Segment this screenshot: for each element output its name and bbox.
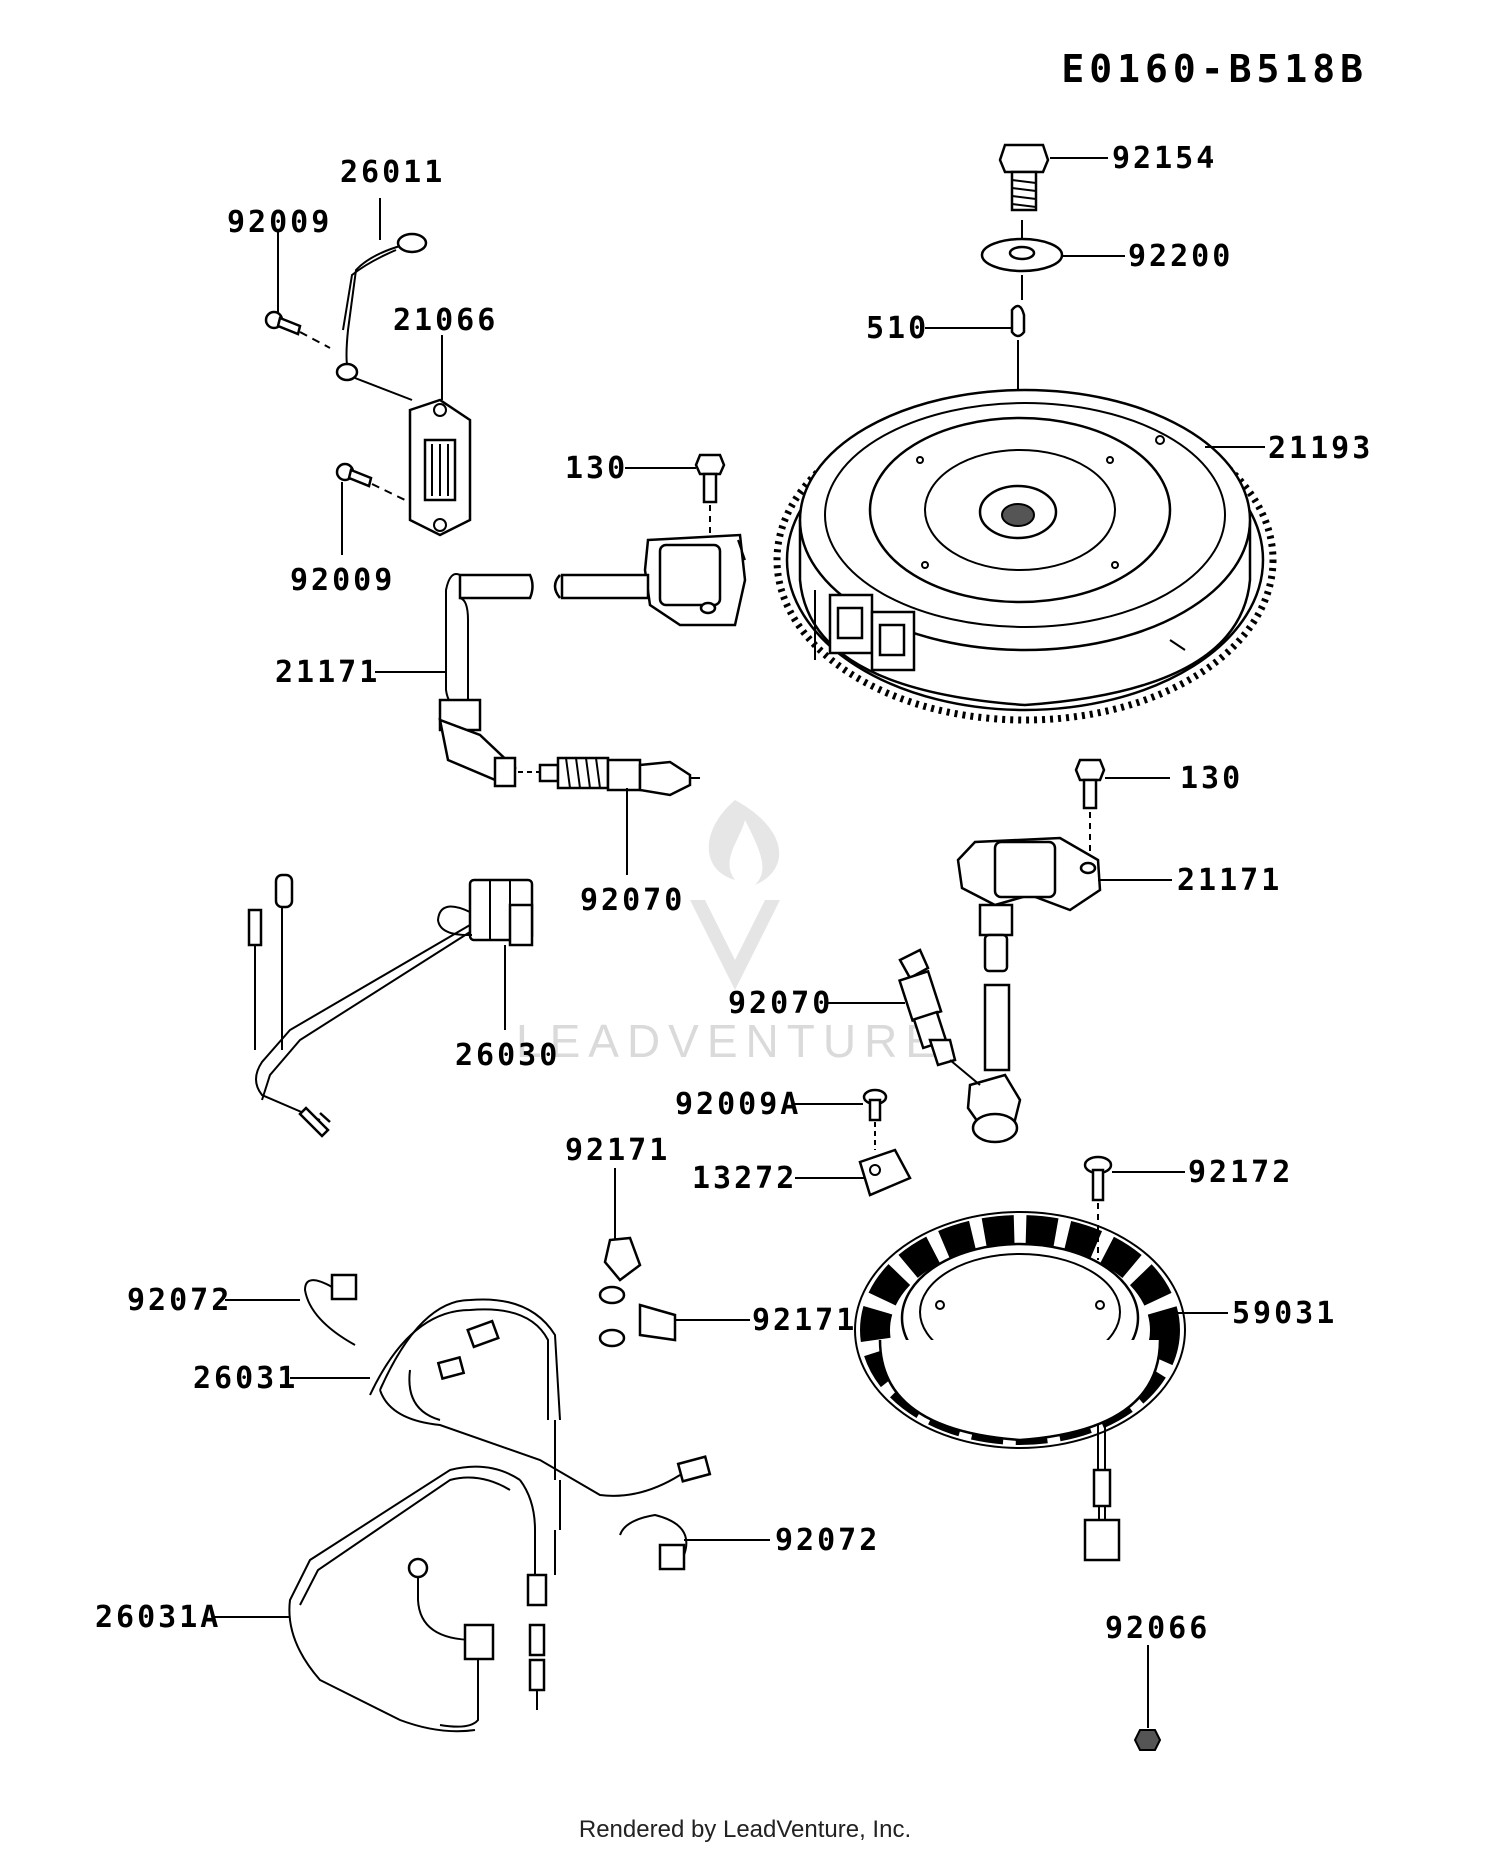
callout-92200: 92200	[1128, 239, 1233, 274]
washer-92200-part	[980, 237, 1064, 273]
screw-92009-bottom-part	[335, 462, 373, 488]
screw-92009-top-part	[264, 310, 302, 336]
callout-21171-left: 21171	[275, 655, 380, 690]
callout-130-top: 130	[565, 451, 628, 486]
watermark: LEADVENTURE	[516, 800, 944, 1067]
connector-92072-bottom-part	[619, 1513, 688, 1571]
callout-510: 510	[866, 311, 929, 346]
callout-92009-bottom: 92009	[290, 563, 395, 598]
bolt-130-top-part	[694, 453, 726, 504]
callout-13272: 13272	[692, 1161, 797, 1196]
callout-92154: 92154	[1112, 141, 1217, 176]
spark-plug-92070-right-part	[897, 948, 957, 1067]
footer-credit: Rendered by LeadVenture, Inc.	[579, 1816, 911, 1843]
regulator-21066-part	[408, 398, 472, 537]
callout-92070-right: 92070	[728, 986, 833, 1021]
callout-92072-top: 92072	[127, 1283, 232, 1318]
callout-labels: 92154 92200 510 21193 26011 92009 21066 …	[95, 141, 1373, 1646]
callout-92171-top: 92171	[565, 1133, 670, 1168]
ignition-coil-21171-right-part	[956, 836, 1102, 1144]
diagram-code: E0160-B518B	[1061, 47, 1368, 91]
ground-lead-26011-part	[335, 232, 428, 382]
callout-92009-top: 92009	[227, 205, 332, 240]
callout-26011: 26011	[340, 155, 445, 190]
leader-lines	[212, 157, 1265, 1728]
callout-92070-left: 92070	[580, 883, 685, 918]
callout-26030: 26030	[455, 1038, 560, 1073]
callout-26031A: 26031A	[95, 1600, 221, 1635]
callout-21066: 21066	[393, 303, 498, 338]
key-510-part	[1010, 304, 1026, 338]
callout-92009A: 92009A	[675, 1087, 801, 1122]
screw-92172-part	[1083, 1155, 1113, 1202]
callout-130-right: 130	[1180, 761, 1243, 796]
callout-92066: 92066	[1105, 1611, 1210, 1646]
spark-plug-92070-left-part	[538, 756, 700, 797]
callout-21171-right: 21171	[1177, 863, 1282, 898]
callout-92172: 92172	[1188, 1155, 1293, 1190]
callout-21193: 21193	[1268, 431, 1373, 466]
callout-59031: 59031	[1232, 1296, 1337, 1331]
nut-92066-part	[1133, 1729, 1162, 1751]
harness-26031A-part	[288, 1465, 548, 1733]
callout-26031: 26031	[193, 1361, 298, 1396]
harness-26031-part	[369, 1298, 712, 1575]
stator-59031-part	[854, 1211, 1186, 1449]
bolt-92154-part	[998, 143, 1050, 212]
flywheel-21193-part	[773, 388, 1277, 724]
bolt-130-right-part	[1074, 758, 1106, 810]
connector-92072-top-part	[303, 1273, 358, 1346]
ignition-coil-21171-left-part	[438, 533, 747, 788]
harness-26030-part	[247, 873, 534, 1138]
callout-92072-bottom: 92072	[775, 1523, 880, 1558]
terminal-92171-part	[598, 1236, 677, 1348]
watermark-text: LEADVENTURE	[516, 1015, 944, 1067]
bracket-13272-part	[858, 1148, 912, 1197]
callout-92171-bottom: 92171	[752, 1303, 857, 1338]
screw-92009A-part	[862, 1088, 888, 1122]
